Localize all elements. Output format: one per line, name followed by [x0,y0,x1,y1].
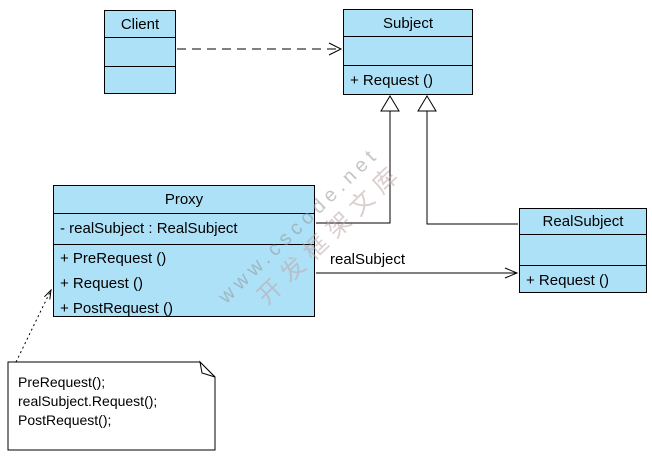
hollow-triangle-arrowhead [380,95,400,112]
note-text: PreRequest(); realSubject.Request(); Pos… [18,373,157,430]
note-shape [7,360,216,451]
class-subject: Subject + Request () [343,9,473,95]
class-proxy-methods: + PreRequest () + Request () + PostReque… [54,245,314,316]
dependency-arrow-client-subject [177,42,343,56]
class-proxy: Proxy - realSubject : RealSubject + PreR… [53,185,315,317]
note-line: realSubject.Request(); [18,393,158,409]
class-subject-attributes [344,37,472,66]
association-label: realSubject [330,251,406,268]
class-realsubject-name: RealSubject [520,209,646,235]
class-realsubject-attributes [520,235,646,266]
class-proxy-attributes: - realSubject : RealSubject [54,214,314,245]
class-client-name: Client [105,11,175,38]
note-fold-corner [199,360,216,378]
association-arrow-proxy-realsubject [316,267,519,279]
class-client-attributes [105,38,175,67]
method-row: + Request () [526,272,609,289]
method-row: + Request () [350,72,433,89]
method-row: + PostRequest () [60,300,173,316]
class-proxy-name: Proxy [54,186,314,214]
note-line: PostRequest(); [18,412,112,428]
note-line: PreRequest(); [18,374,106,390]
class-subject-name: Subject [344,10,472,37]
generalization-realsubject-subject [417,95,518,225]
generalization-proxy-subject [316,95,400,224]
note-anchor-line [15,288,52,363]
method-row: + PreRequest () [60,250,167,267]
class-realsubject-methods: + Request () [520,266,646,292]
attribute-row: - realSubject : RealSubject [60,220,238,237]
class-realsubject: RealSubject + Request () [519,208,647,293]
class-subject-methods: + Request () [344,66,472,94]
method-row: + Request () [60,275,143,292]
hollow-triangle-arrowhead [417,95,437,112]
class-client: Client [104,10,176,94]
class-client-methods [105,67,175,93]
